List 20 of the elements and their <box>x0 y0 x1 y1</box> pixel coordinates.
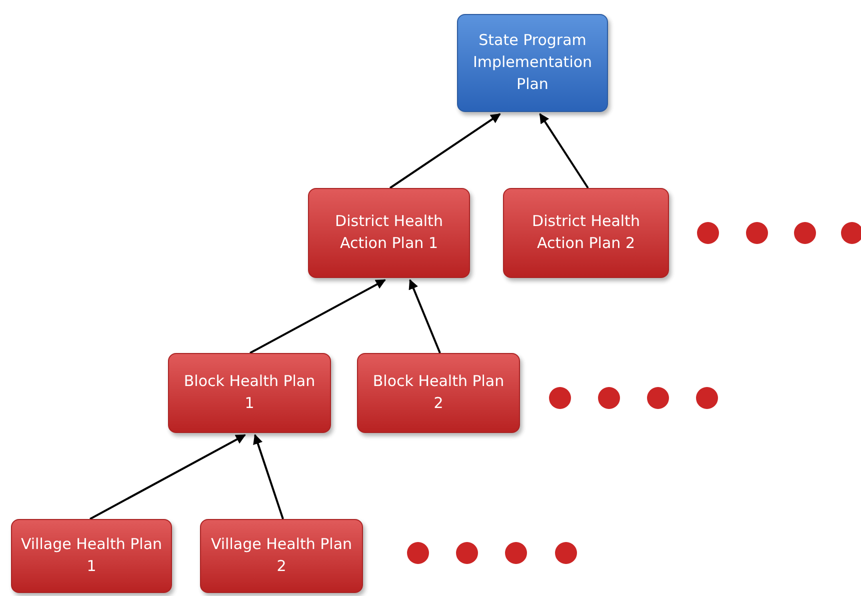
plan-box <box>457 14 608 112</box>
box-label: State Program Implementation Plan <box>472 30 594 95</box>
box-label: District Health Action Plan 1 <box>334 211 444 254</box>
box-label: District Health Action Plan 2 <box>531 211 641 254</box>
box-label: Village Health Plan 1 <box>20 534 163 577</box>
arrow <box>250 279 386 354</box>
plan-box <box>200 519 363 593</box>
arrow <box>408 279 441 354</box>
plan-box <box>503 188 669 278</box>
box-label: Village Health Plan 2 <box>210 534 354 577</box>
arrow <box>253 434 284 520</box>
box-label: Block Health Plan 1 <box>182 371 316 414</box>
arrow <box>90 434 246 520</box>
arrow <box>539 113 589 189</box>
box-label: Block Health Plan 2 <box>372 371 506 414</box>
arrow <box>389 113 501 189</box>
plan-box <box>11 519 172 593</box>
plan-box <box>357 353 520 433</box>
plan-box <box>168 353 331 433</box>
plan-box <box>308 188 470 278</box>
